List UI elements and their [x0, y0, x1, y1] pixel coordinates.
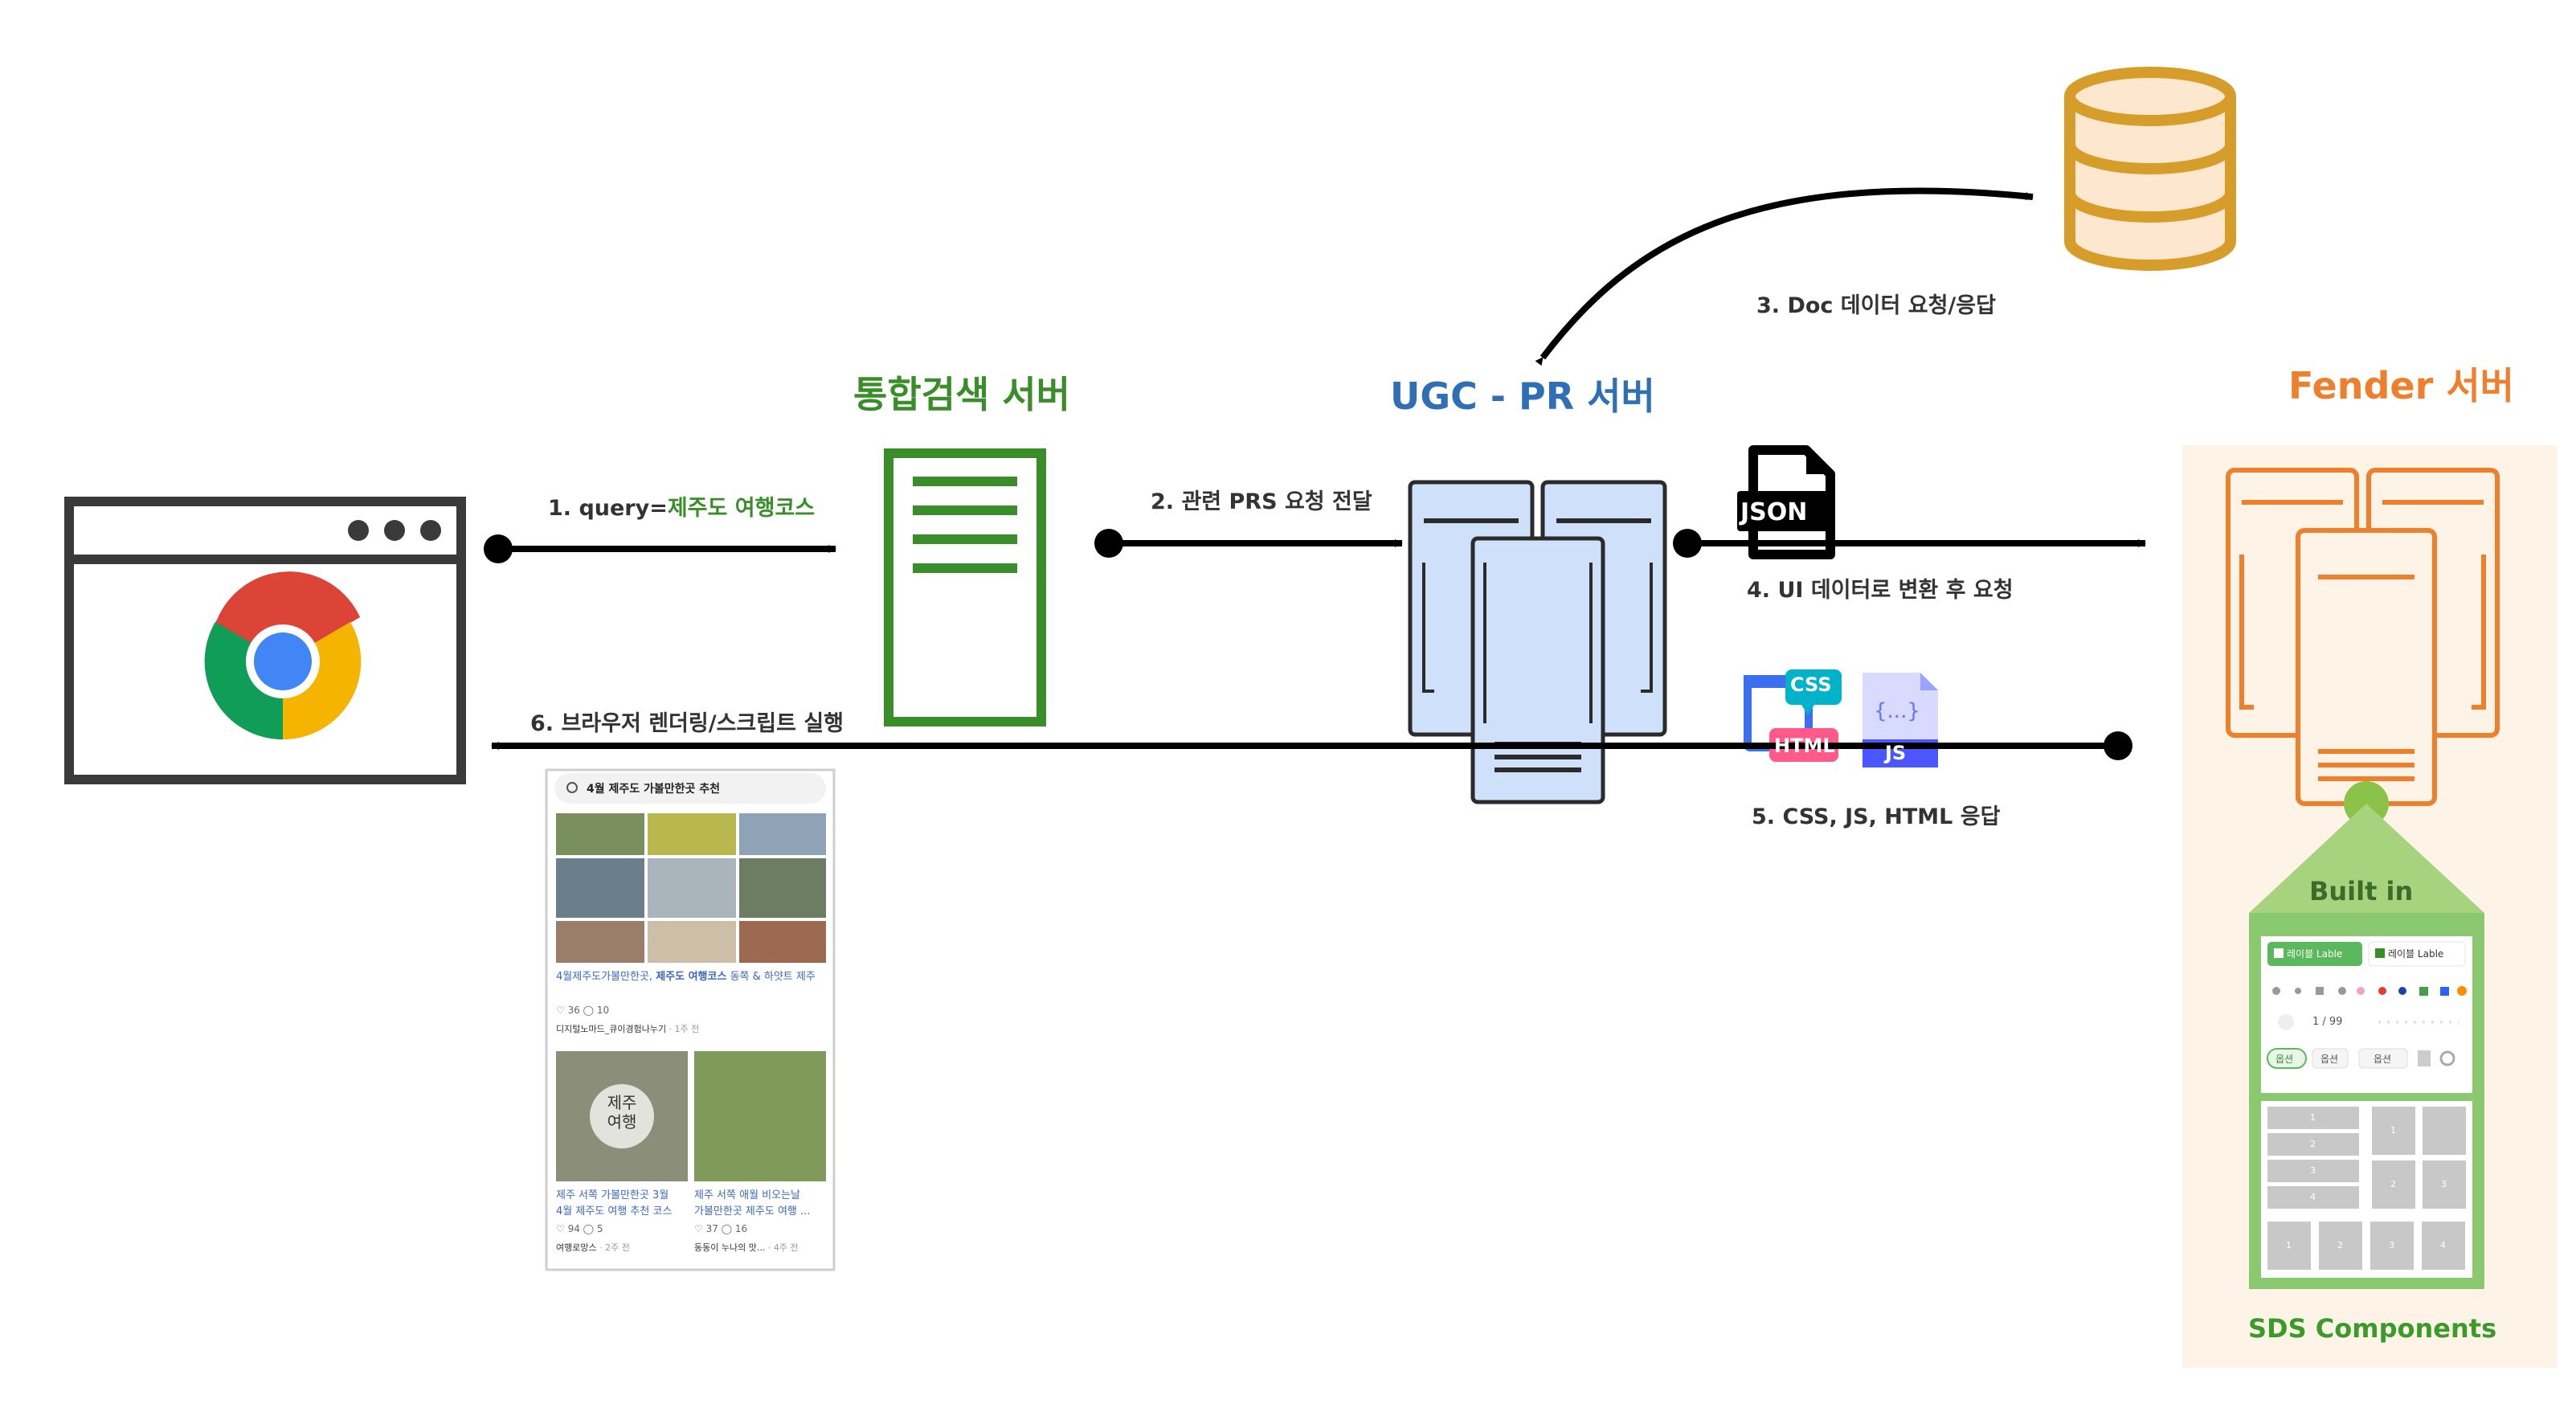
sds-key: 2: [2337, 1240, 2343, 1250]
mobile-card-1-title: 4월제주도가볼만한곳, 제주도 여행코스 동쪽 & 하얏트 제주: [556, 971, 816, 983]
fender-server-cluster-icon: [2226, 468, 2500, 806]
step-3-label: 3. Doc 데이터 요청/응답: [1756, 293, 1996, 318]
html-icon-text: HTML: [1774, 735, 1835, 757]
arrow-step-3: [1535, 187, 2034, 366]
sds-key: 1: [2390, 1125, 2396, 1136]
mobile-search-text: 4월 제주도 가볼만한곳 추천: [587, 783, 721, 796]
mobile-result-preview: [545, 768, 836, 1271]
search-server-icon: [884, 448, 1046, 727]
mobile-card-2-stats: ♡ 94 ◯ 5: [556, 1223, 603, 1234]
css-html-file-icon: [1744, 669, 1842, 762]
step-1-label: 1. query=제주도 여행코스: [548, 496, 816, 521]
step-1-query: 제주도 여행코스: [667, 496, 816, 521]
sds-key: 2: [2390, 1179, 2396, 1189]
sds-key: 3: [2389, 1240, 2394, 1250]
search-server-title: 통합검색 서버: [853, 373, 1070, 416]
flow-endpoints: [484, 529, 2132, 760]
sds-button-2: 옵션: [2320, 1054, 2339, 1065]
database-icon: [2064, 67, 2236, 271]
sds-key: 1: [2286, 1240, 2292, 1250]
mobile-card-1-author: 디지털노마드_큐이경험나누기 · 1주 전: [556, 1024, 700, 1034]
js-braces-text: {...}: [1874, 699, 1920, 723]
step-5-label: 5. CSS, JS, HTML 응답: [1752, 804, 2001, 829]
sds-key: 2: [2310, 1139, 2316, 1149]
flow-arrows: [491, 187, 2146, 750]
mobile-card-2-author: 여행로망스 · 2주 전: [556, 1242, 630, 1253]
ugc-server-title: UGC - PR 서버: [1390, 375, 1655, 418]
sds-pager: 1 / 99: [2312, 1016, 2343, 1028]
ugc-server-cluster-icon: [1408, 480, 1667, 804]
sds-key: 1: [2310, 1112, 2316, 1123]
step-2-label: 2. 관련 PRS 요청 전달: [1151, 489, 1372, 514]
sds-components-label: SDS Components: [2248, 1313, 2497, 1344]
photo-grid: [556, 813, 826, 963]
chrome-logo-icon: [204, 571, 362, 740]
sds-key: 3: [2310, 1165, 2316, 1176]
sds-key: 3: [2441, 1179, 2447, 1189]
sds-components-preview: [2267, 941, 2467, 1270]
mobile-card-3-author: 동동이 누나의 맛... · 4주 전: [694, 1242, 799, 1253]
built-in-label: Built in: [2309, 876, 2414, 907]
sds-button-1: 옵션: [2275, 1054, 2294, 1065]
css-icon-text: CSS: [1790, 673, 1832, 696]
step-6-label: 6. 브라우저 렌더링/스크립트 실행: [530, 711, 844, 736]
mobile-badge: 제주 여행: [607, 1093, 637, 1132]
json-icon-text: JSON: [1740, 498, 1808, 526]
step-4-label: 4. UI 데이터로 변환 후 요청: [1747, 578, 2014, 603]
mobile-card-3-stats: ♡ 37 ◯ 16: [694, 1223, 748, 1234]
sds-tab-inactive: 레이블 Lable: [2388, 948, 2444, 960]
sds-tab-active: 레이블 Lable: [2287, 948, 2343, 960]
json-file-icon: [1737, 445, 1835, 559]
js-icon-text: JS: [1885, 742, 1907, 764]
sds-key: 4: [2310, 1192, 2316, 1202]
sds-key: 4: [2440, 1240, 2446, 1250]
sds-button-3: 옵션: [2374, 1054, 2392, 1065]
mobile-card-1-stats: ♡ 36 ◯ 10: [556, 1005, 610, 1016]
fender-server-title: Fender 서버: [2288, 364, 2514, 407]
